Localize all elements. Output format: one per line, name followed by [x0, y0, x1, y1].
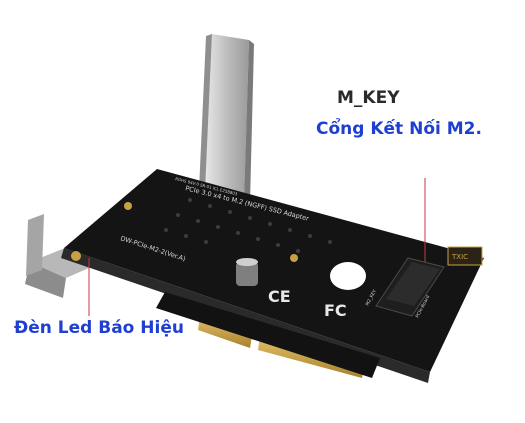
- board-print-txic: TXIC: [451, 253, 468, 261]
- board-print-ce: CE: [268, 287, 291, 306]
- board-print-fc: FC: [324, 301, 347, 320]
- m2-port-label: Cổng Kết Nối M2.: [316, 119, 482, 139]
- led-indicator-label: Đèn Led Báo Hiệu: [14, 318, 184, 338]
- m-key-label: M_KEY: [337, 88, 400, 108]
- pcb-board: [61, 169, 484, 383]
